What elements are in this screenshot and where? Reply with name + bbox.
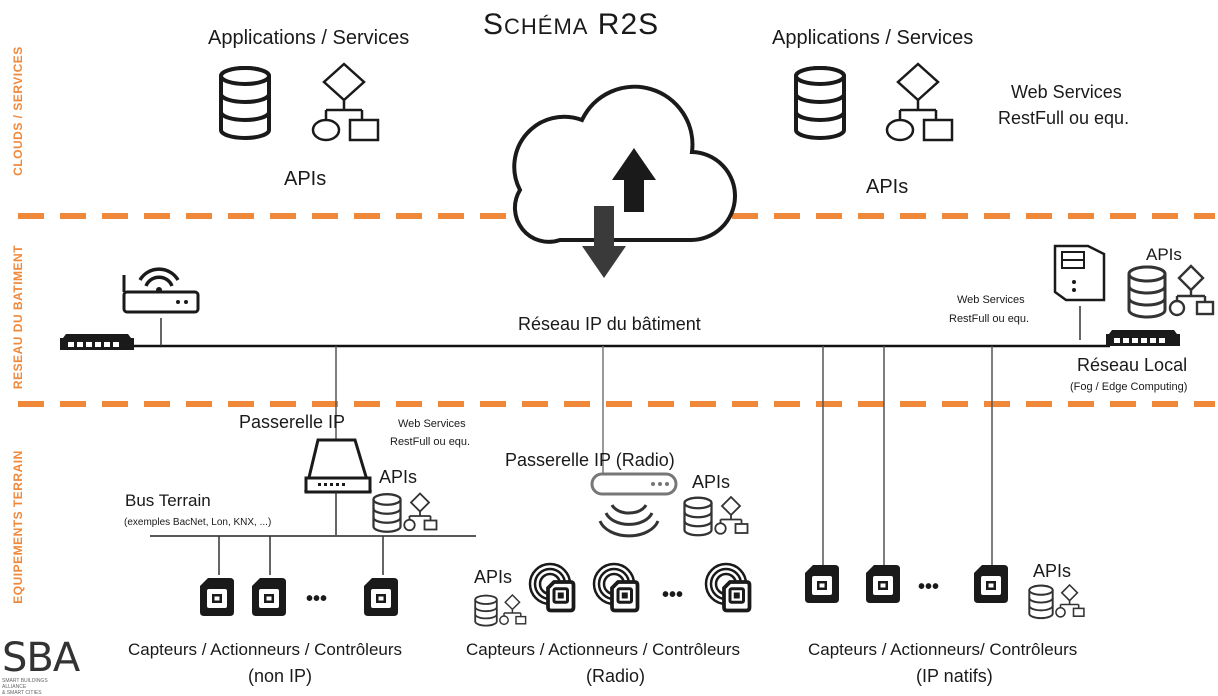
group2-caption-line1: Capteurs / Actionneurs / Contrôleurs <box>466 640 741 659</box>
group1-caption-line1: Capteurs / Actionneurs / Contrôleurs <box>128 640 403 659</box>
sensor-device-icon <box>866 565 900 603</box>
group3-caption-line1: Capteurs / Actionneurs/ Contrôleurs <box>808 640 1078 659</box>
flowchart-icon <box>885 62 954 142</box>
radio-apis-label: APIs <box>474 567 513 587</box>
cloud-ws-line1: Web Services <box>1011 82 1122 102</box>
cloud-sync-icon <box>512 84 737 278</box>
database-icon <box>219 66 271 140</box>
bus-terrain-label: Bus Terrain <box>125 491 211 510</box>
group2-caption-line2: (Radio) <box>586 666 646 686</box>
database-flowchart-icon <box>683 495 749 537</box>
sensor-device-icon <box>805 565 839 603</box>
sensor-device-icon <box>252 578 286 616</box>
gateway-radio-apis-label: APIs <box>692 472 731 492</box>
network-switch-icon <box>60 334 134 350</box>
radio-sensor-icon <box>594 564 638 611</box>
radio-gateway-icon <box>590 472 678 538</box>
server-apis-label: APIs <box>1146 245 1182 264</box>
sba-logo: SBA SMART BUILDINGS ALLIANCE & SMART CIT… <box>2 635 80 696</box>
server-tower-icon <box>1053 244 1106 340</box>
zone-label-building: RESEAU DU BATIMENT <box>11 244 25 390</box>
database-flowchart-icon <box>474 594 527 627</box>
zone-label-field: EQUIPEMENTS TERRAIN <box>11 450 25 604</box>
database-flowchart-icon <box>1127 264 1215 319</box>
wifi-router-icon <box>122 267 200 346</box>
network-switch-icon <box>1106 330 1180 346</box>
ellipsis-group1: ••• <box>306 588 328 610</box>
right-apis-label: APIs <box>866 176 909 198</box>
local-network-label: Réseau Local <box>1077 355 1188 375</box>
group1-caption-line2: (non IP) <box>248 666 313 686</box>
gateway-box-icon <box>304 438 373 494</box>
fog-label: (Fog / Edge Computing) <box>1070 381 1188 393</box>
flowchart-icon <box>311 62 380 142</box>
group3-caption-line2: (IP natifs) <box>916 666 993 686</box>
network-label: Réseau IP du bâtiment <box>518 314 701 334</box>
right-apps-label: Applications / Services <box>772 27 974 49</box>
bus-examples-label: (exemples BacNet, Lon, KNX, ...) <box>124 517 272 528</box>
zone-label-cloud: CLOUDS / SERVICES <box>11 46 25 176</box>
left-apps-label: Applications / Services <box>208 27 410 49</box>
server-ws-line1: Web Services <box>957 294 1025 306</box>
database-flowchart-icon <box>1028 584 1085 620</box>
page-title: SCHÉMA R2S <box>483 8 660 41</box>
radio-sensor-icon <box>706 564 750 611</box>
radio-sensor-icon <box>530 564 574 611</box>
sensor-device-icon <box>200 578 234 616</box>
sba-logo-sub1: SMART BUILDINGS ALLIANCE <box>2 678 48 690</box>
gateway-ws-line1: Web Services <box>398 418 466 430</box>
gateway-ip-label: Passerelle IP <box>239 412 346 432</box>
ipnative-apis-label: APIs <box>1033 561 1072 581</box>
gateway-apis-label: APIs <box>379 467 418 487</box>
database-icon <box>794 66 846 140</box>
sensor-device-icon <box>974 565 1008 603</box>
sensor-device-icon <box>364 578 398 616</box>
ellipsis-group2: ••• <box>662 584 684 606</box>
server-ws-line2: RestFull ou equ. <box>949 313 1030 325</box>
sba-logo-text: SBA <box>2 635 80 681</box>
gateway-ws-line2: RestFull ou equ. <box>390 436 471 448</box>
ellipsis-group3: ••• <box>918 576 940 598</box>
left-apis-label: APIs <box>284 168 327 190</box>
sba-logo-sub2: & SMART CITIES <box>2 690 42 696</box>
gateway-radio-label: Passerelle IP (Radio) <box>505 450 675 470</box>
database-flowchart-icon <box>372 492 438 533</box>
cloud-ws-line2: RestFull ou equ. <box>998 108 1130 128</box>
